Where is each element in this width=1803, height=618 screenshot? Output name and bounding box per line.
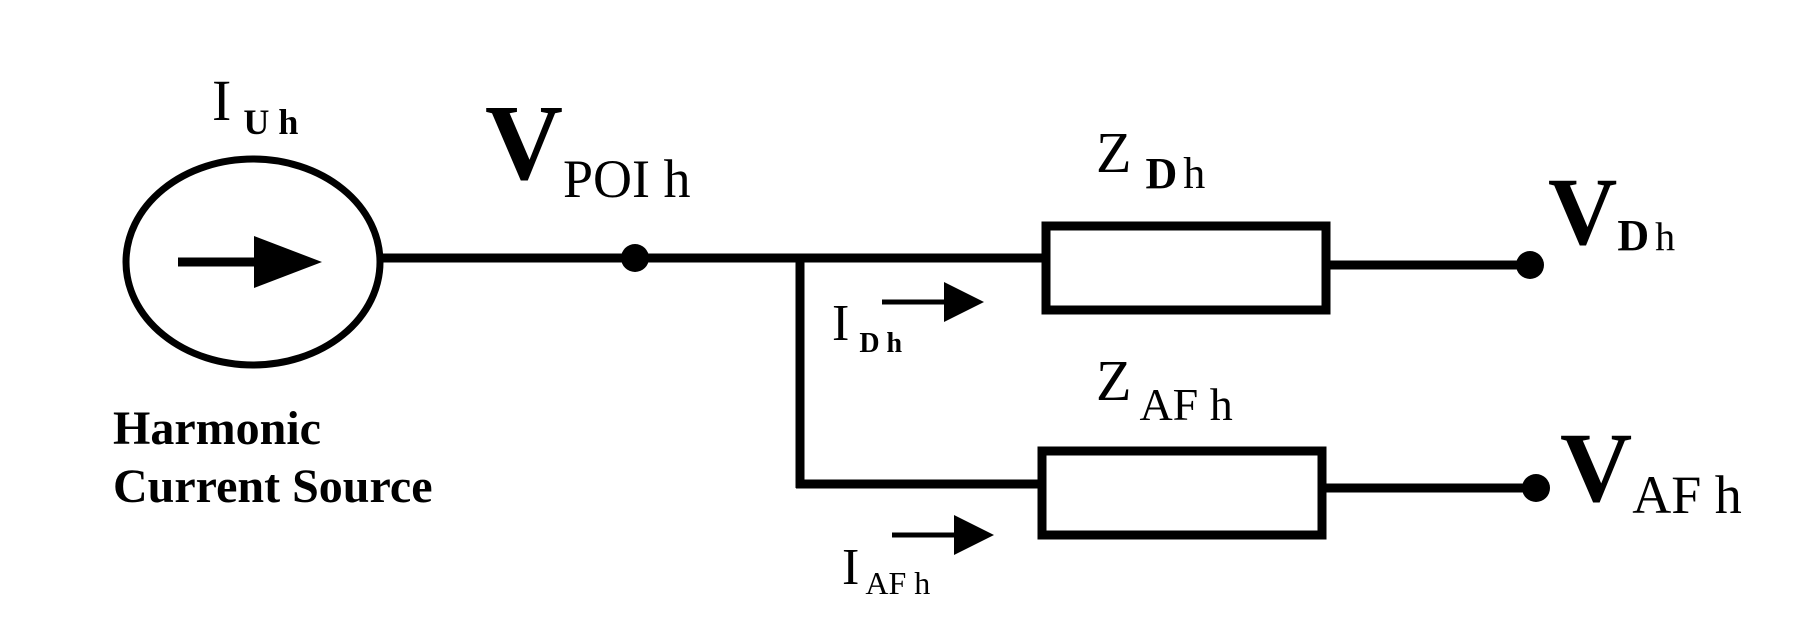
current-d-arrowhead-icon (944, 282, 984, 322)
voltage-af-subscript: AF h (1632, 465, 1742, 525)
impedance-d-h: h (1183, 149, 1206, 198)
voltage-af-symbol: V (1560, 412, 1633, 523)
current-af-arrowhead-icon (954, 515, 994, 555)
impedance-af-subscript: AF h (1139, 379, 1233, 430)
current-d-subscript: D h (859, 328, 903, 359)
source-caption: Harmonic Current Source (113, 400, 433, 516)
impedance-af-symbol: Z (1096, 348, 1132, 413)
source-current-subscript: U h (243, 102, 299, 142)
voltage-d-subscript: D (1617, 211, 1650, 260)
poi-voltage-label: VPOI h (485, 90, 691, 207)
current-af-symbol: I (842, 539, 860, 596)
source-caption-line2: Current Source (113, 460, 433, 513)
impedance-af-box (1037, 446, 1327, 540)
source-current-symbol: I (212, 68, 232, 133)
poi-node (621, 244, 649, 272)
voltage-af-label: VAF h (1560, 418, 1742, 523)
voltage-d-symbol: V (1548, 158, 1618, 265)
current-d-symbol: I (832, 295, 850, 352)
node-d (1516, 251, 1544, 279)
source-caption-line1: Harmonic (113, 402, 321, 455)
current-af-subscript: AF h (865, 565, 931, 601)
node-af (1522, 474, 1550, 502)
impedance-d-symbol: Z (1096, 120, 1132, 185)
impedance-d-subscript: D (1145, 149, 1178, 198)
impedance-d-box (1041, 221, 1331, 315)
poi-voltage-subscript: POI h (563, 149, 691, 209)
poi-voltage-symbol: V (485, 84, 563, 203)
current-source-arrowhead-icon (254, 236, 322, 288)
voltage-d-h: h (1655, 214, 1676, 259)
